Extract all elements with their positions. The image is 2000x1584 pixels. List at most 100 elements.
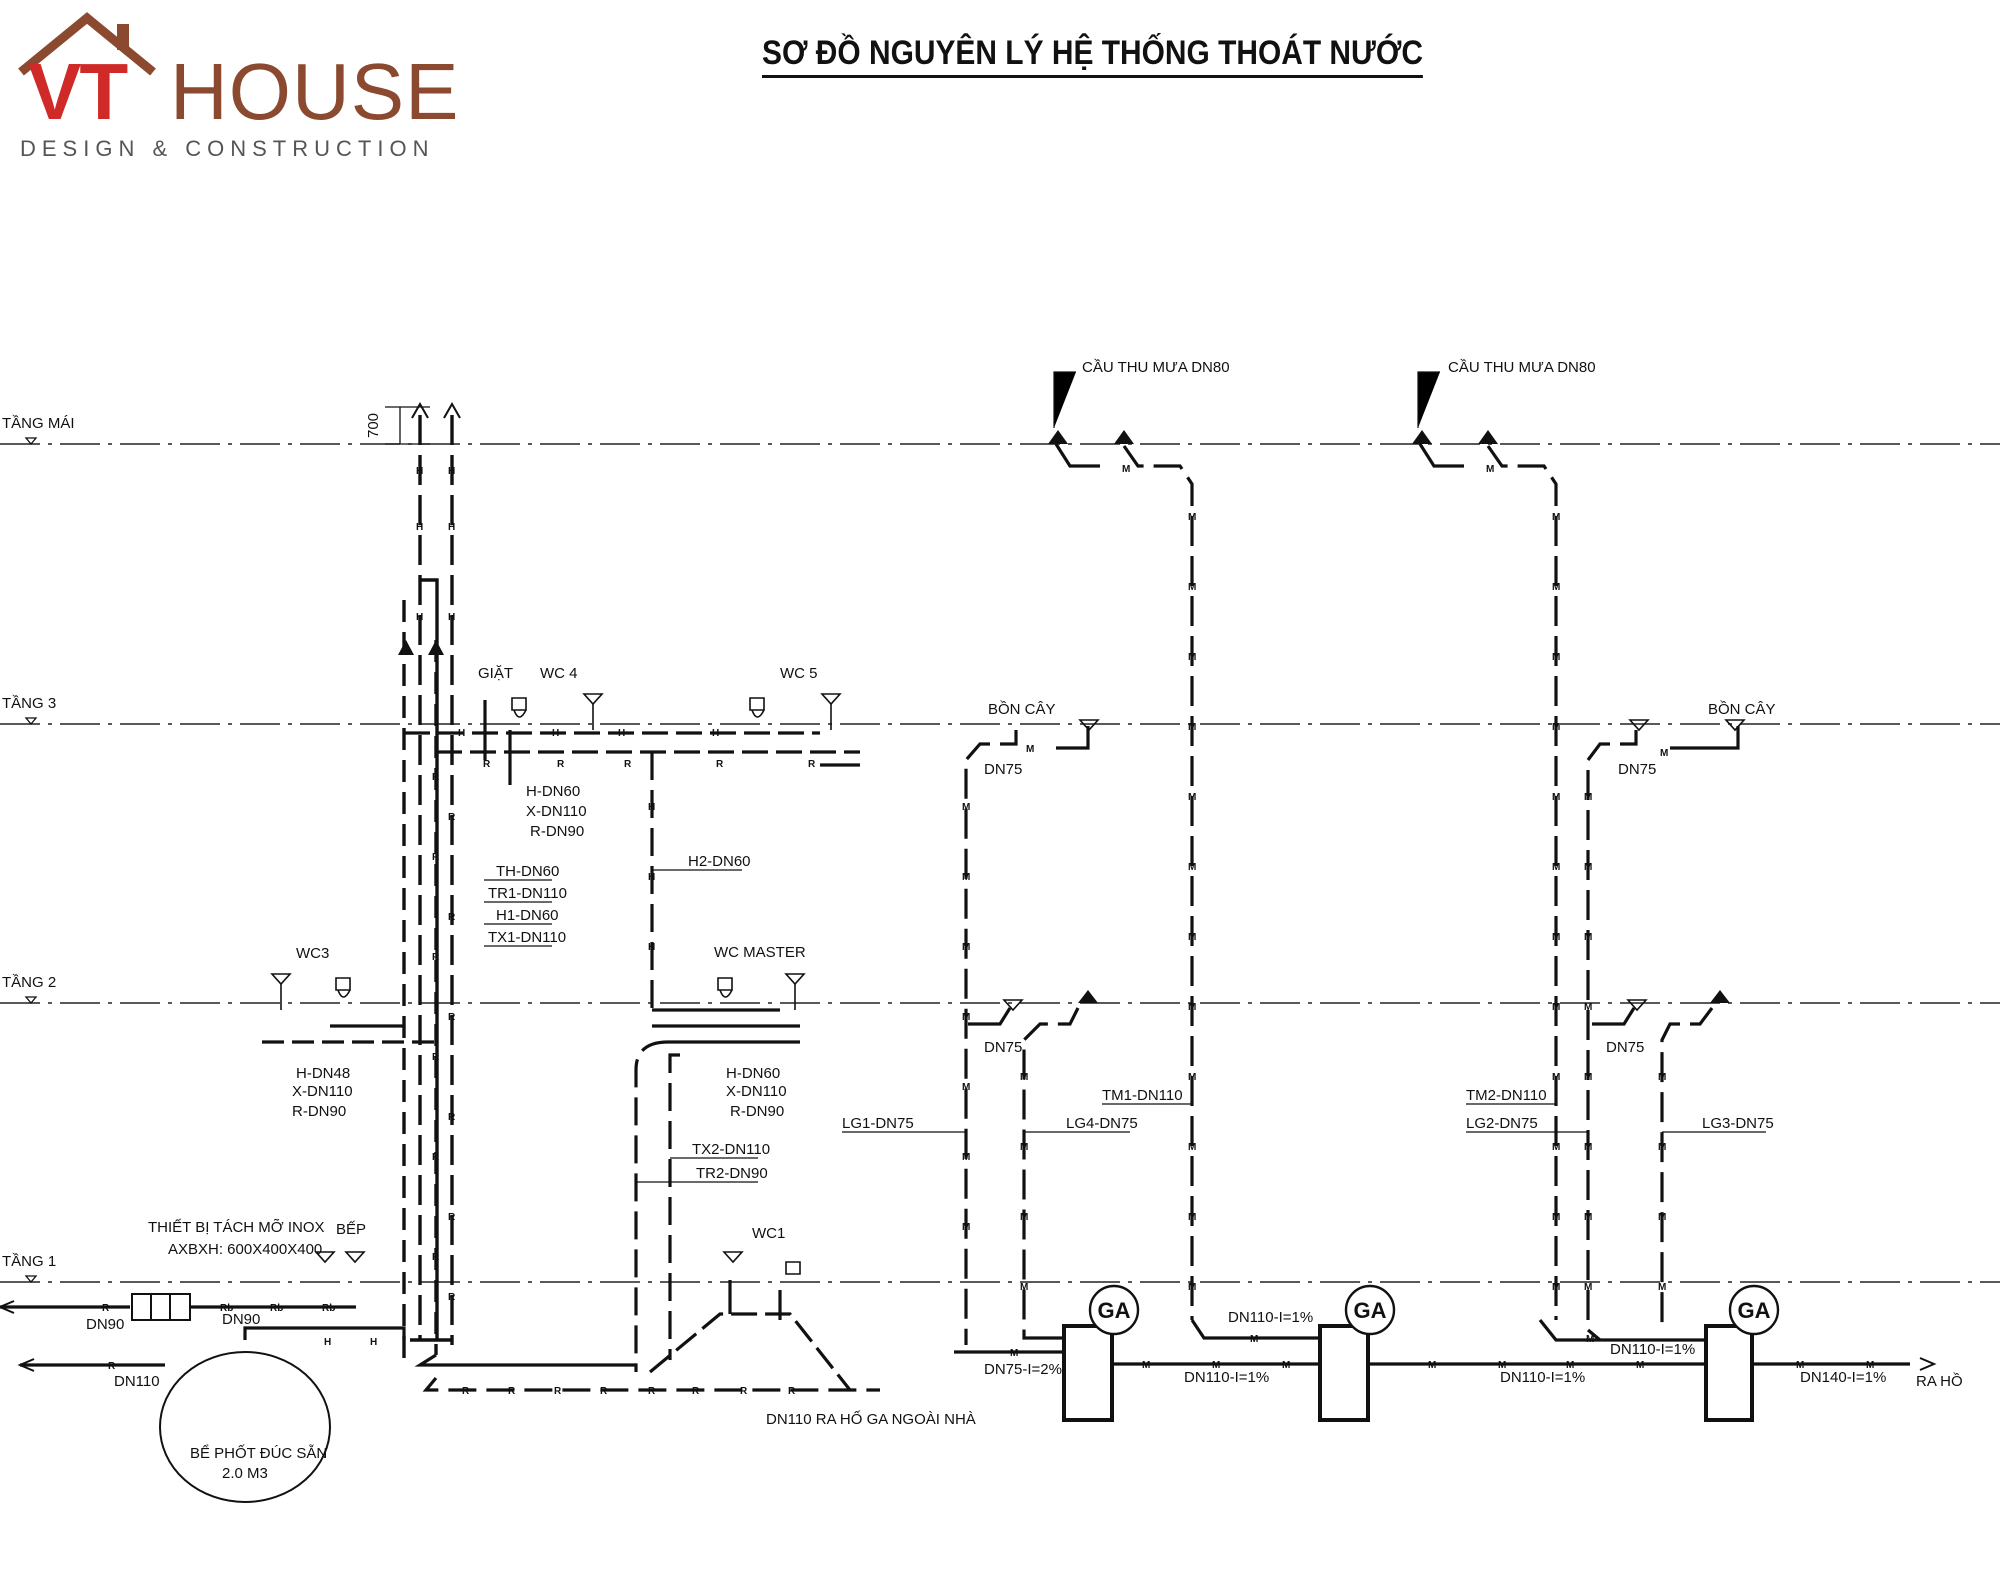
rain-pipes [954,443,1910,1366]
manholes [1062,1324,1754,1422]
svg-text:M: M [1188,1142,1196,1153]
svg-text:M: M [1188,932,1196,943]
planter-right: BỒN CÂY [1708,700,1776,718]
dimension-label: 700 [365,413,382,438]
tm1-label: TM1-DN110 [1102,1087,1183,1104]
room-bep: BẾP [336,1221,366,1238]
svg-text:M: M [1584,932,1592,943]
svg-text:M: M [1552,512,1560,523]
svg-text:R: R [432,1052,440,1063]
svg-text:M: M [1188,1212,1196,1223]
rain-inlets [1048,430,1730,1003]
svg-text:M: M [1584,1002,1592,1013]
floor1-fixtures [314,1251,801,1275]
svg-text:M: M [1188,1002,1196,1013]
h1-label: H1-DN60 [496,907,559,924]
grease-trap-label: THIẾT BỊ TÁCH MỠ INOX [148,1219,325,1236]
svg-text:H: H [448,612,455,623]
level-roof-label: TẦNG MÁI [2,415,75,432]
svg-text:R: R [483,759,491,770]
svg-text:M: M [1122,464,1130,475]
lg1-label: LG1-DN75 [842,1115,914,1132]
svg-text:M: M [1566,1360,1574,1371]
svg-text:M: M [962,1082,970,1093]
svg-text:R: R [508,1386,516,1397]
svg-text:H: H [648,872,655,883]
floor3-fixtures [511,693,842,730]
lg4-label: LG4-DN75 [1066,1115,1138,1132]
svg-text:H: H [448,522,455,533]
planter-drains [1002,719,1746,1012]
svg-text:M: M [962,802,970,813]
wc3-r-label: R-DN90 [292,1103,346,1120]
ga-2: GA [1354,1298,1387,1323]
dn90-a: DN90 [86,1316,124,1333]
svg-text:R: R [448,1292,456,1303]
svg-text:R: R [432,852,440,863]
level-floor2-label: TẦNG 2 [2,974,56,991]
svg-text:M: M [1552,932,1560,943]
svg-text:M: M [1584,1282,1592,1293]
floor2-leaders [636,1157,758,1183]
svg-text:M: M [1020,1212,1028,1223]
svg-text:H: H [648,942,655,953]
lg3-label: LG3-DN75 [1702,1115,1774,1132]
room-wc4: WC 4 [540,665,578,682]
toilet-icon [511,697,765,718]
svg-text:M: M [1026,744,1034,755]
septic-volume: 2.0 M3 [222,1465,268,1482]
svg-text:R: R [788,1386,796,1397]
svg-text:M: M [1658,1212,1666,1223]
dn110-slope-3: DN110-I=1% [1500,1369,1585,1386]
svg-text:Rb: Rb [220,1303,233,1314]
svg-text:R: R [557,759,565,770]
svg-text:M: M [1796,1360,1804,1371]
svg-text:R: R [448,1012,456,1023]
svg-text:Rb: Rb [270,1303,283,1314]
svg-text:Rb: Rb [322,1303,335,1314]
room-giat: GIẶT [478,665,513,682]
level-floor3-label: TẦNG 3 [2,695,56,712]
svg-text:M: M [1584,792,1592,803]
ga-1: GA [1098,1298,1131,1323]
svg-text:R: R [740,1386,748,1397]
floor2-fixtures [270,973,806,1010]
svg-text:M: M [1428,1360,1436,1371]
floor2-labels: WC3 WC MASTER H-DN48 X-DN110 R-DN90 H-DN… [292,944,806,1182]
svg-text:M: M [1188,1282,1196,1293]
level-lines [0,443,2000,1283]
svg-text:R: R [462,1386,470,1397]
dn110-slope-2: DN110-I=1% [1184,1369,1269,1386]
svg-text:M: M [1250,1334,1258,1345]
level-labels: TẦNG MÁI TẦNG 3 TẦNG 2 TẦNG 1 [2,415,75,1270]
rain-leaders [842,371,1766,1133]
svg-text:M: M [1020,1282,1028,1293]
dn90-b: DN90 [222,1311,260,1328]
rain-labels: CẦU THU MƯA DN80 CẦU THU MƯA DN80 BỒN CÂ… [842,359,1963,1390]
svg-text:H: H [648,802,655,813]
floor3-labels: GIẶT WC 4 WC 5 H-DN60 X-DN110 R-DN90 TH-… [478,665,818,946]
rain-inlet-right: CẦU THU MƯA DN80 [1448,359,1596,376]
svg-text:M: M [962,1152,970,1163]
svg-text:R: R [432,772,440,783]
room-wc1: WC1 [752,1225,785,1242]
svg-text:M: M [1188,582,1196,593]
floor2-branch [262,1008,800,1372]
svg-text:M: M [1552,1072,1560,1083]
svg-text:M: M [962,872,970,883]
svg-text:H: H [416,466,423,477]
svg-text:M: M [1188,652,1196,663]
floor1-labels: THIẾT BỊ TÁCH MỠ INOX AXBXH: 600X400X400… [86,1219,976,1482]
svg-text:R: R [448,912,456,923]
flow-arrows [0,1300,1937,1372]
outflow-r-label: DN110 RA HỐ GA NGOÀI NHÀ [766,1410,976,1428]
logo-subtitle: DESIGN & CONSTRUCTION [20,136,435,161]
svg-text:R: R [448,812,456,823]
svg-text:M: M [1282,1360,1290,1371]
svg-text:M: M [1586,1334,1594,1345]
svg-text:H: H [458,728,465,739]
svg-text:R: R [108,1361,116,1372]
svg-text:R: R [716,759,724,770]
